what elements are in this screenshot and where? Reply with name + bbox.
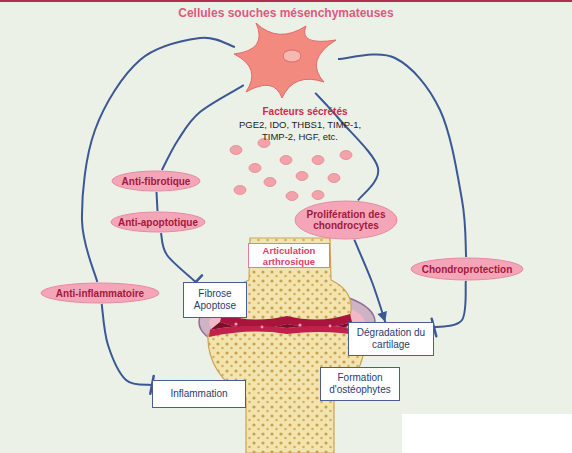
effect-oval: Anti-inflammatoire	[40, 282, 160, 304]
pathology-box: Fibrose Apoptose	[183, 282, 247, 318]
blank-corner	[402, 414, 572, 453]
oval-fill	[41, 283, 159, 303]
factor-dot	[249, 164, 261, 173]
factor-dot	[312, 191, 324, 200]
debris-dot	[234, 322, 237, 325]
connector-line	[161, 233, 196, 282]
effect-oval: Anti-fibrotique	[111, 170, 201, 192]
cell-outline	[232, 20, 338, 100]
connector	[162, 85, 244, 170]
factor-dot	[312, 156, 324, 165]
text-holder: Prolifération des chondrocytes	[294, 200, 398, 240]
connector-line	[434, 281, 466, 328]
oval-fill	[411, 258, 523, 280]
connector-line	[157, 192, 158, 211]
node-label: Fibrose Apoptose	[187, 288, 243, 312]
text-holder: Anti-fibrotique	[111, 170, 201, 192]
oval-fill	[295, 201, 397, 239]
node-label: Chondroprotection	[422, 264, 513, 275]
connector-line	[354, 240, 385, 322]
text-holder: Anti-apoptotique	[110, 211, 206, 233]
node-label: Anti-inflammatoire	[56, 288, 144, 299]
text-holder: Chondroprotection	[410, 257, 524, 281]
connector-line	[82, 38, 235, 282]
oval-fill	[112, 171, 200, 191]
heading-text: Cellules souches mésenchymateuses	[178, 6, 393, 20]
connector-line	[102, 304, 152, 385]
effect-oval: Anti-apoptotique	[110, 211, 206, 233]
node-label: Inflammation	[170, 388, 227, 400]
factor-list: PGE2, IDO, THBS1, TIMP-1, TIMP-2, HGF, e…	[230, 119, 370, 143]
lower-cartilage	[209, 325, 363, 337]
factor-heading: Facteurs sécrétés	[262, 106, 347, 118]
debris-dot	[298, 323, 301, 326]
text-holder: Formation d'ostéophytes	[321, 368, 399, 400]
factor-dot	[280, 156, 292, 165]
node-label: Dégradation du cartilage	[352, 327, 430, 351]
node-label: Anti-apoptotique	[118, 217, 198, 228]
pathology-box: Inflammation	[152, 380, 246, 408]
effect-oval: Chondroprotection	[410, 257, 524, 281]
factor-dot	[296, 172, 308, 181]
factor-dot	[230, 146, 242, 155]
cell-body	[234, 23, 336, 98]
text-holder: Articulation arthrosique	[249, 244, 329, 267]
text-holder: Inflammation	[153, 381, 245, 407]
text-holder: Dégradation du cartilage	[349, 323, 433, 355]
cartilage-debris	[234, 322, 349, 328]
factor-dot	[264, 178, 276, 187]
connector	[161, 233, 202, 289]
factor-dot	[286, 192, 298, 201]
factor-dot	[328, 174, 340, 183]
oval-fill	[111, 212, 205, 232]
effect-oval: Prolifération des chondrocytes	[294, 200, 398, 240]
text-holder: Fibrose Apoptose	[184, 283, 246, 317]
connector	[354, 240, 387, 322]
joint-box: Articulation arthrosique	[248, 243, 330, 268]
stem-cell: Cellules souches mésenchymateusesFacteur…	[232, 20, 338, 100]
pathology-box: Formation d'ostéophytes	[320, 367, 400, 401]
arrow-head	[377, 311, 387, 322]
connector	[102, 304, 154, 394]
connector	[157, 192, 158, 211]
text-holder: Anti-inflammatoire	[40, 282, 160, 304]
node-label: Prolifération des chondrocytes	[297, 209, 395, 231]
node-label: Anti-fibrotique	[122, 176, 191, 187]
debris-dot	[329, 325, 332, 328]
cell-nucleus	[283, 50, 301, 62]
factor-dot	[234, 186, 246, 195]
secreted-factor-dots	[230, 139, 352, 201]
connector-line	[162, 85, 244, 170]
top-rule	[0, 0, 572, 2]
node-label: Articulation arthrosique	[252, 245, 326, 267]
debris-dot	[261, 326, 264, 329]
node-label: Formation d'ostéophytes	[324, 372, 396, 396]
pathology-box: Dégradation du cartilage	[348, 322, 434, 356]
factor-dot	[340, 151, 352, 160]
connector	[432, 281, 466, 336]
connector	[82, 38, 235, 282]
